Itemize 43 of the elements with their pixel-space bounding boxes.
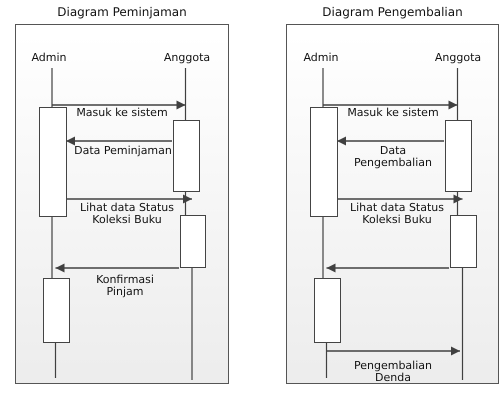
activation-box bbox=[450, 215, 477, 268]
lifeline bbox=[184, 68, 186, 120]
edge-label: Data Peminjaman bbox=[73, 145, 173, 157]
lifeline bbox=[51, 217, 53, 278]
activation-box bbox=[180, 215, 206, 268]
lifeline bbox=[54, 343, 56, 378]
edge-label: Masuk ke sistem bbox=[346, 107, 440, 119]
frame-title: Diagram Pengembalian bbox=[321, 5, 464, 19]
message-arrow bbox=[326, 346, 460, 356]
activation-box bbox=[173, 120, 200, 192]
lifeline bbox=[456, 192, 458, 215]
frame-title: Diagram Peminjaman bbox=[56, 5, 188, 19]
message-arrow bbox=[337, 136, 444, 146]
activation-box bbox=[314, 278, 341, 343]
edge-label: Lihat data Status Koleksi Buku bbox=[78, 202, 176, 226]
message-arrow bbox=[52, 100, 186, 110]
edge-label: Masuk ke sistem bbox=[75, 107, 169, 119]
message-arrow bbox=[56, 264, 179, 272]
edge-label: Lihat data Status Koleksi Buku bbox=[348, 202, 446, 226]
participant-label: Anggota bbox=[164, 51, 210, 64]
message-arrow bbox=[326, 264, 449, 272]
activation-box bbox=[310, 107, 338, 217]
lifeline bbox=[456, 68, 458, 120]
lifeline bbox=[462, 268, 464, 380]
activation-box bbox=[39, 107, 67, 217]
lifeline bbox=[184, 192, 186, 215]
edge-label: Data Pengembalian bbox=[353, 145, 433, 169]
edge-label: Konfirmasi Pinjam bbox=[95, 274, 155, 298]
message-arrow bbox=[337, 194, 462, 204]
message-arrow bbox=[66, 194, 192, 204]
participant-label: Anggota bbox=[434, 51, 482, 64]
lifeline bbox=[326, 343, 328, 378]
lifeline bbox=[322, 217, 324, 278]
participant-label: Admin bbox=[303, 51, 339, 64]
participant-label: Admin bbox=[31, 51, 67, 64]
message-arrow bbox=[323, 100, 458, 110]
lifeline bbox=[191, 268, 193, 380]
lifeline bbox=[322, 68, 324, 107]
lifeline bbox=[51, 68, 53, 107]
activation-box bbox=[43, 278, 70, 343]
edge-label: Pengembalian Denda bbox=[353, 360, 433, 384]
activation-box bbox=[445, 120, 472, 192]
message-arrow bbox=[66, 136, 172, 146]
